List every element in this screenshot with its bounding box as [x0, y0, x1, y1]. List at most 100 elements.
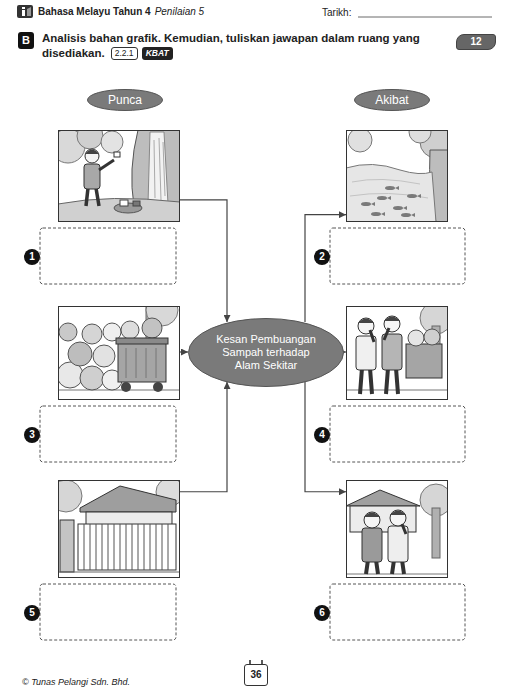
- dead-fish-part: [361, 202, 371, 206]
- rubbish-pile-scene-part: [93, 345, 115, 367]
- polluted-river-scene: [346, 130, 448, 222]
- rubbish-pile-scene-part: [142, 318, 162, 338]
- neighbours-scene-part: [364, 513, 380, 518]
- dead-fish-part: [381, 212, 385, 216]
- cause-picture: 5: [58, 480, 180, 578]
- neighbours-scene-part: [402, 524, 406, 534]
- house-gate-scene-part: [80, 486, 176, 512]
- effect-picture: 6: [346, 480, 448, 578]
- ellipse-outline: [88, 90, 163, 111]
- effect-picture: 2: [346, 130, 448, 222]
- polluted-river-scene-part: [409, 130, 431, 143]
- ellipse-outline: [355, 90, 430, 111]
- polluted-river-scene-part: [348, 130, 372, 152]
- callout-number: 5: [24, 605, 40, 621]
- arrow-connector: [305, 215, 346, 322]
- page-number-box: 36: [244, 664, 268, 686]
- dead-fish-part: [377, 196, 387, 200]
- bad-smell-scene-part: [406, 344, 442, 378]
- neighbours-scene-part: [346, 490, 420, 506]
- bad-smell-scene-part: [386, 368, 398, 394]
- rubbish-pile-scene-part: [121, 321, 139, 339]
- arrow-connector: [180, 382, 227, 492]
- dead-fish-part: [417, 194, 421, 198]
- date-label: Tarikh:: [322, 6, 351, 19]
- littering-scene-part: [120, 200, 128, 206]
- neighbours-scene-part: [390, 511, 406, 516]
- callout-number: 3: [24, 427, 40, 443]
- skill-code-tag-text: 2.2.1: [115, 48, 134, 58]
- littering-scene-part: [133, 201, 140, 206]
- publisher-logo-part: [27, 7, 31, 16]
- littering-scene-part: [99, 160, 114, 170]
- littering-scene-part: [132, 130, 180, 206]
- bad-smell-scene-part: [370, 330, 374, 342]
- rubbish-pile-scene-part: [59, 323, 77, 341]
- bad-smell-scene-part: [358, 319, 374, 324]
- publisher-logo-part: [22, 7, 25, 9]
- answer-box-part: [330, 406, 465, 462]
- effect-heading-text: Akibat: [375, 93, 408, 107]
- dead-fish-part: [395, 186, 399, 190]
- littering-scene: [58, 130, 180, 222]
- cause-picture: 3: [58, 306, 180, 400]
- callout-number: 6: [314, 605, 330, 621]
- cause-heading-text: Punca: [108, 93, 142, 107]
- callout-number: 4: [314, 427, 330, 443]
- publisher-logo-part: [17, 5, 33, 18]
- rubbish-pile-scene-part: [116, 338, 168, 344]
- callout-number: 2: [314, 249, 330, 265]
- instruction-text: Analisis bahan grafik. Kemudian, tuliska…: [42, 31, 447, 61]
- littering-scene-part: [154, 138, 165, 200]
- bad-smell-scene-part: [384, 328, 389, 340]
- rubbish-pile-scene-part: [118, 342, 166, 382]
- topic-ellipse-text: Kesan Pembuangan Sampah terhadap Alam Se…: [210, 333, 322, 372]
- neighbours-scene: [346, 480, 448, 578]
- effect-picture: 4: [346, 306, 448, 400]
- answer-box-part: [330, 584, 465, 640]
- dead-fish-part: [411, 213, 415, 217]
- neighbours-scene-part: [346, 574, 448, 575]
- polluted-river-scene-part: [346, 164, 436, 222]
- answer-box-part: [40, 584, 176, 640]
- section-badge: B: [18, 32, 34, 49]
- house-gate-scene-part: [58, 572, 180, 573]
- arrow-connector: [180, 200, 227, 322]
- rubbish-pile-scene-part: [82, 324, 102, 344]
- littering-scene-part: [85, 150, 99, 155]
- polluted-river-scene-part: [350, 179, 428, 198]
- rubbish-pile-scene-part: [121, 382, 131, 392]
- kbat-tag-text: KBAT: [146, 48, 169, 58]
- bad-smell-scene-part: [424, 329, 440, 345]
- littering-scene-part: [148, 132, 168, 204]
- rubbish-pile-scene-part: [153, 382, 163, 392]
- bad-smell-scene: [346, 306, 448, 400]
- house-gate-scene-part: [84, 524, 168, 570]
- arrow-connector: [180, 351, 188, 352]
- rubbish-pile-scene-part: [68, 342, 92, 366]
- dead-fish-part: [387, 196, 391, 200]
- publisher-logo: [17, 5, 33, 18]
- dead-fish-part: [371, 202, 375, 206]
- bad-smell-scene-part: [384, 317, 400, 322]
- section-badge-text: B: [22, 34, 30, 47]
- answer-box-part: [40, 228, 176, 284]
- dead-fish-part: [403, 206, 407, 210]
- littering-scene-part: [114, 152, 120, 157]
- neighbours-scene-part: [362, 528, 382, 562]
- publisher-logo-part: [22, 10, 25, 16]
- kbat-tag: KBAT: [142, 47, 173, 60]
- dead-fish-part: [401, 213, 411, 217]
- bad-smell-scene-part: [360, 368, 372, 394]
- dead-fish-part: [385, 186, 395, 190]
- ellipse-outline: [189, 318, 344, 386]
- assessment-title: Penilaian 5: [155, 5, 204, 18]
- neighbours-scene-part: [432, 508, 440, 558]
- house-gate-scene-part: [58, 480, 82, 512]
- house-gate-scene-part: [60, 520, 74, 572]
- cause-heading: Punca: [87, 89, 163, 111]
- littering-scene-part: [84, 164, 100, 189]
- callout-number: 1: [24, 249, 40, 265]
- littering-scene-part: [85, 149, 99, 163]
